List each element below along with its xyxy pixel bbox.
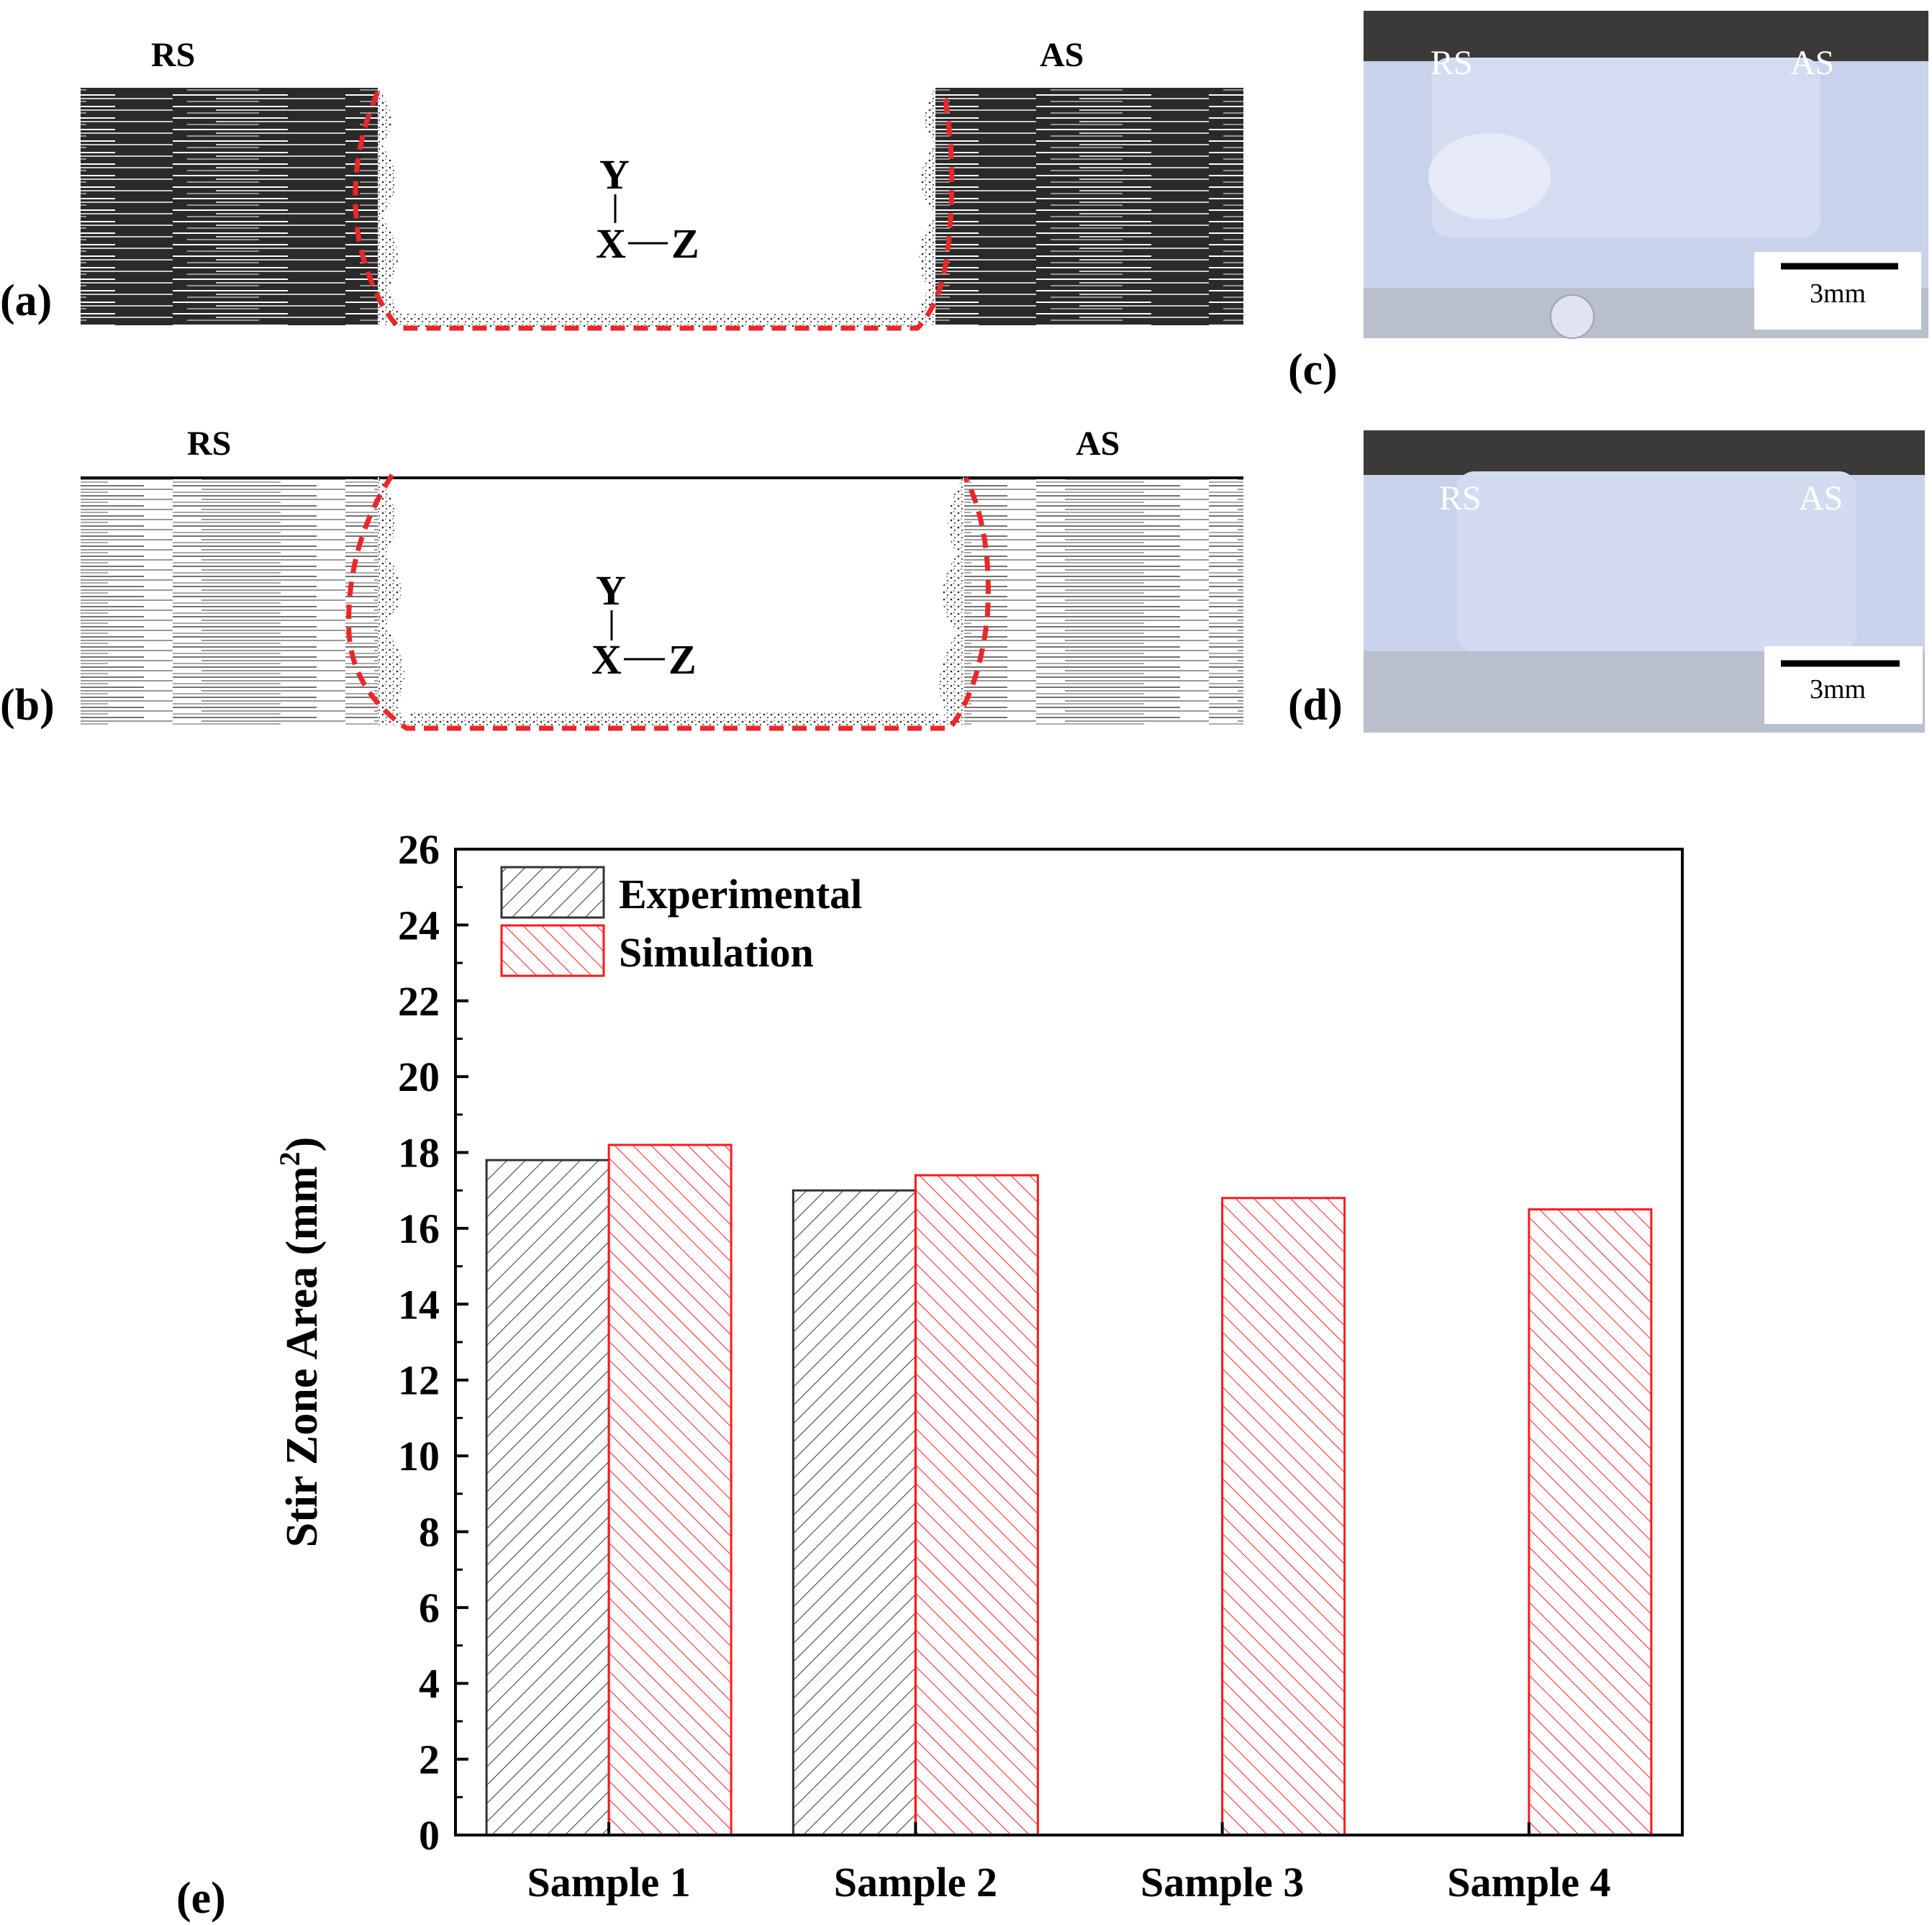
panel-e-label: (e) xyxy=(176,1874,226,1923)
y-tick-label: 22 xyxy=(398,978,440,1025)
bar-simulation-4 xyxy=(1528,1208,1653,1836)
y-tick-label: 6 xyxy=(419,1585,440,1631)
x-tick-label: Sample 3 xyxy=(1140,1859,1304,1906)
panel-b: RS AS Y X Z (b) xyxy=(0,425,1243,731)
panel-d: RS AS 3mm (d) xyxy=(1288,430,1925,733)
legend-swatch-simulation xyxy=(500,924,605,977)
y-axis-label: Stir Zone Area (mm2) xyxy=(273,1137,327,1547)
panel-c-as-label: AS xyxy=(1790,44,1834,82)
y-tick-label: 16 xyxy=(398,1205,440,1252)
panel-b-as-label: AS xyxy=(1076,425,1120,463)
panel-b-as-flow-edge xyxy=(935,476,964,725)
panel-b-label: (b) xyxy=(0,681,55,730)
y-tick-label: 18 xyxy=(398,1130,440,1177)
y-tick-label: 20 xyxy=(398,1054,440,1100)
bar-experimental-1 xyxy=(485,1159,610,1836)
panel-c: RS AS 3mm (c) xyxy=(1288,11,1928,394)
panel-c-bubble xyxy=(1550,294,1595,339)
panel-d-as-label: AS xyxy=(1799,479,1843,517)
panel-a-rs-flow-edge xyxy=(378,88,403,325)
bar-group xyxy=(485,1143,1653,1836)
y-axis-label-end: ) xyxy=(278,1137,327,1152)
panel-c-scale-text: 3mm xyxy=(1810,278,1866,309)
panel-b-axis-y: Y xyxy=(596,567,626,614)
panel-a-label: (a) xyxy=(0,276,52,325)
y-tick-label: 10 xyxy=(398,1433,440,1480)
bar-simulation-2 xyxy=(914,1174,1039,1836)
panel-d-stir-zone xyxy=(1457,471,1856,651)
panel-d-rs-label: RS xyxy=(1439,479,1482,517)
panel-a-rs-material xyxy=(81,88,378,325)
panel-b-rs-flow-edge xyxy=(378,476,410,725)
y-tick-label: 24 xyxy=(398,902,440,948)
panel-c-top-edge xyxy=(1364,11,1928,61)
panel-b-rs-label: RS xyxy=(187,425,231,463)
x-tick-label: Sample 1 xyxy=(527,1859,691,1906)
bar-simulation-3 xyxy=(1221,1197,1346,1836)
y-tick-label: 4 xyxy=(419,1660,440,1707)
y-tick-label: 26 xyxy=(398,826,440,873)
panel-b-stir-zone-boundary xyxy=(346,474,991,731)
x-tick-label: Sample 4 xyxy=(1447,1859,1610,1906)
panel-d-label: (d) xyxy=(1288,681,1343,730)
y-tick-label: 14 xyxy=(398,1281,440,1328)
legend-swatch-experimental xyxy=(500,866,605,919)
panel-a-bottom-band xyxy=(399,314,917,327)
y-tick-label: 0 xyxy=(419,1812,440,1859)
panel-a: RS AS Y X Z (a) xyxy=(0,36,1243,331)
panel-a-as-material xyxy=(935,88,1243,325)
legend-label-experimental: Experimental xyxy=(619,871,862,918)
bar-simulation-1 xyxy=(607,1143,733,1836)
panel-a-rs-label: RS xyxy=(151,36,195,74)
panel-a-axis-x: X xyxy=(596,220,626,267)
x-axis-ticks: Sample 1 Sample 2 Sample 3 Sample 4 xyxy=(527,1822,1610,1906)
panel-b-bottom-band xyxy=(410,712,939,725)
legend-label-simulation: Simulation xyxy=(619,929,814,976)
y-tick-label: 8 xyxy=(419,1508,440,1555)
panel-d-scale-box xyxy=(1764,646,1923,724)
panel-c-defect xyxy=(1428,133,1551,219)
y-tick-label: 12 xyxy=(398,1357,440,1404)
panel-c-rs-label: RS xyxy=(1430,44,1473,82)
bar-experimental-2 xyxy=(792,1189,917,1836)
panel-d-top-edge xyxy=(1364,430,1925,475)
panel-b-rs-material xyxy=(81,476,378,725)
y-axis-label-sup: 2 xyxy=(273,1151,306,1166)
y-tick-label: 2 xyxy=(419,1736,440,1783)
x-tick-label: Sample 2 xyxy=(834,1859,997,1906)
panel-d-scale-text: 3mm xyxy=(1810,674,1866,705)
panel-a-as-label: AS xyxy=(1040,36,1084,74)
panel-b-axis-z: Z xyxy=(668,636,697,683)
panel-a-axis-z: Z xyxy=(671,220,699,267)
legend: Experimental Simulation xyxy=(500,866,862,977)
panel-b-as-material xyxy=(964,476,1243,725)
panel-a-axis-y: Y xyxy=(599,151,630,198)
panel-b-axis-x: X xyxy=(591,636,622,683)
panel-a-as-flow-edge xyxy=(914,88,935,325)
panel-a-stir-zone-boundary xyxy=(353,91,955,331)
panel-c-label: (c) xyxy=(1288,345,1338,394)
